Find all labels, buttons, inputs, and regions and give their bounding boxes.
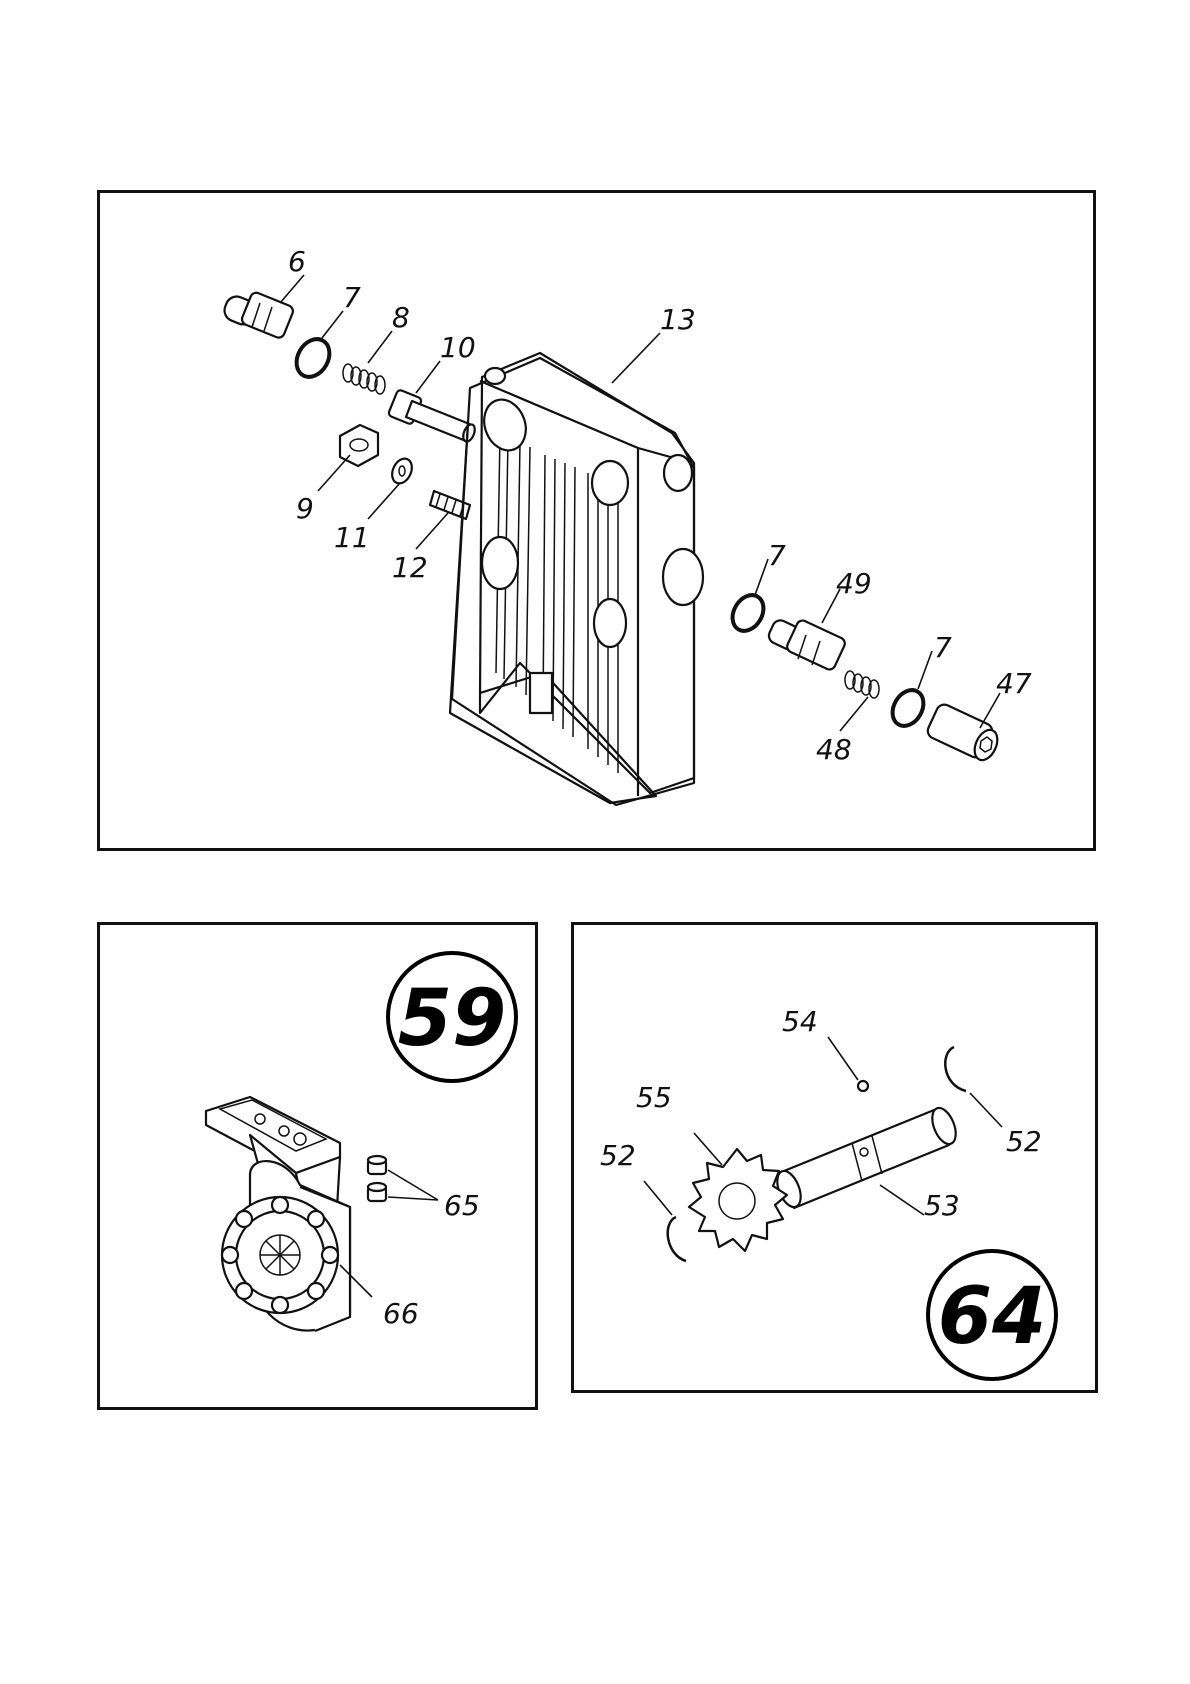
callout-9: 9 [296,492,314,525]
part-65-dowel-pins [368,1156,386,1201]
part-7-o-ring-right [886,685,929,732]
detail-59-drawing: 59 [100,925,541,1413]
callout-48: 48 [816,733,852,766]
part-49-valve-insert [766,618,846,672]
callout-65: 65 [444,1189,480,1222]
callout-12: 12 [392,551,428,584]
detail-64-badge-number: 64 [938,1272,1047,1362]
callout-55: 55 [636,1081,672,1114]
main-exploded-view-panel: 6 7 8 10 13 9 11 12 7 49 7 47 48 [97,190,1096,851]
callout-54: 54 [782,1005,818,1038]
part-10-valve-pin [388,389,477,443]
part-52-circlip-right [945,1047,966,1091]
callout-7-center: 7 [768,539,786,572]
part-7-o-ring-left [290,333,336,383]
callout-7: 7 [343,281,361,314]
detail-64-drawing: 64 54 55 52 52 [574,925,1101,1396]
detail-64-panel: 64 54 55 52 52 [571,922,1098,1393]
callout-66: 66 [383,1297,419,1330]
callout-49: 49 [836,567,872,600]
part-7-o-ring-center [726,590,769,637]
callout-11: 11 [334,521,370,554]
part-52-circlip-left [668,1217,686,1261]
part-8-spring [343,364,385,394]
part-66-pump-bracket [206,1097,350,1331]
callout-47: 47 [996,667,1032,700]
callout-10: 10 [440,331,476,364]
main-exploded-view-drawing: 6 7 8 10 13 9 11 12 7 49 7 47 48 [100,193,1099,854]
callout-8: 8 [392,301,410,334]
callout-52-right: 52 [1006,1125,1042,1158]
part-11-washer [388,455,415,486]
detail-59-badge: 59 [388,953,516,1081]
callout-13: 13 [660,303,696,336]
detail-59-panel: 59 [97,922,538,1410]
callout-7-right: 7 [934,631,952,664]
part-13-valve-housing [450,353,703,805]
callout-53: 53 [924,1189,960,1222]
detail-59-leader-lines [340,1170,438,1297]
part-48-spring [845,671,879,698]
part-54-ball [858,1081,868,1091]
callout-52-left: 52 [600,1139,636,1172]
part-55-gear [689,1149,787,1251]
detail-64-badge: 64 [928,1251,1056,1379]
callout-6: 6 [288,245,306,278]
detail-59-badge-number: 59 [398,974,507,1064]
